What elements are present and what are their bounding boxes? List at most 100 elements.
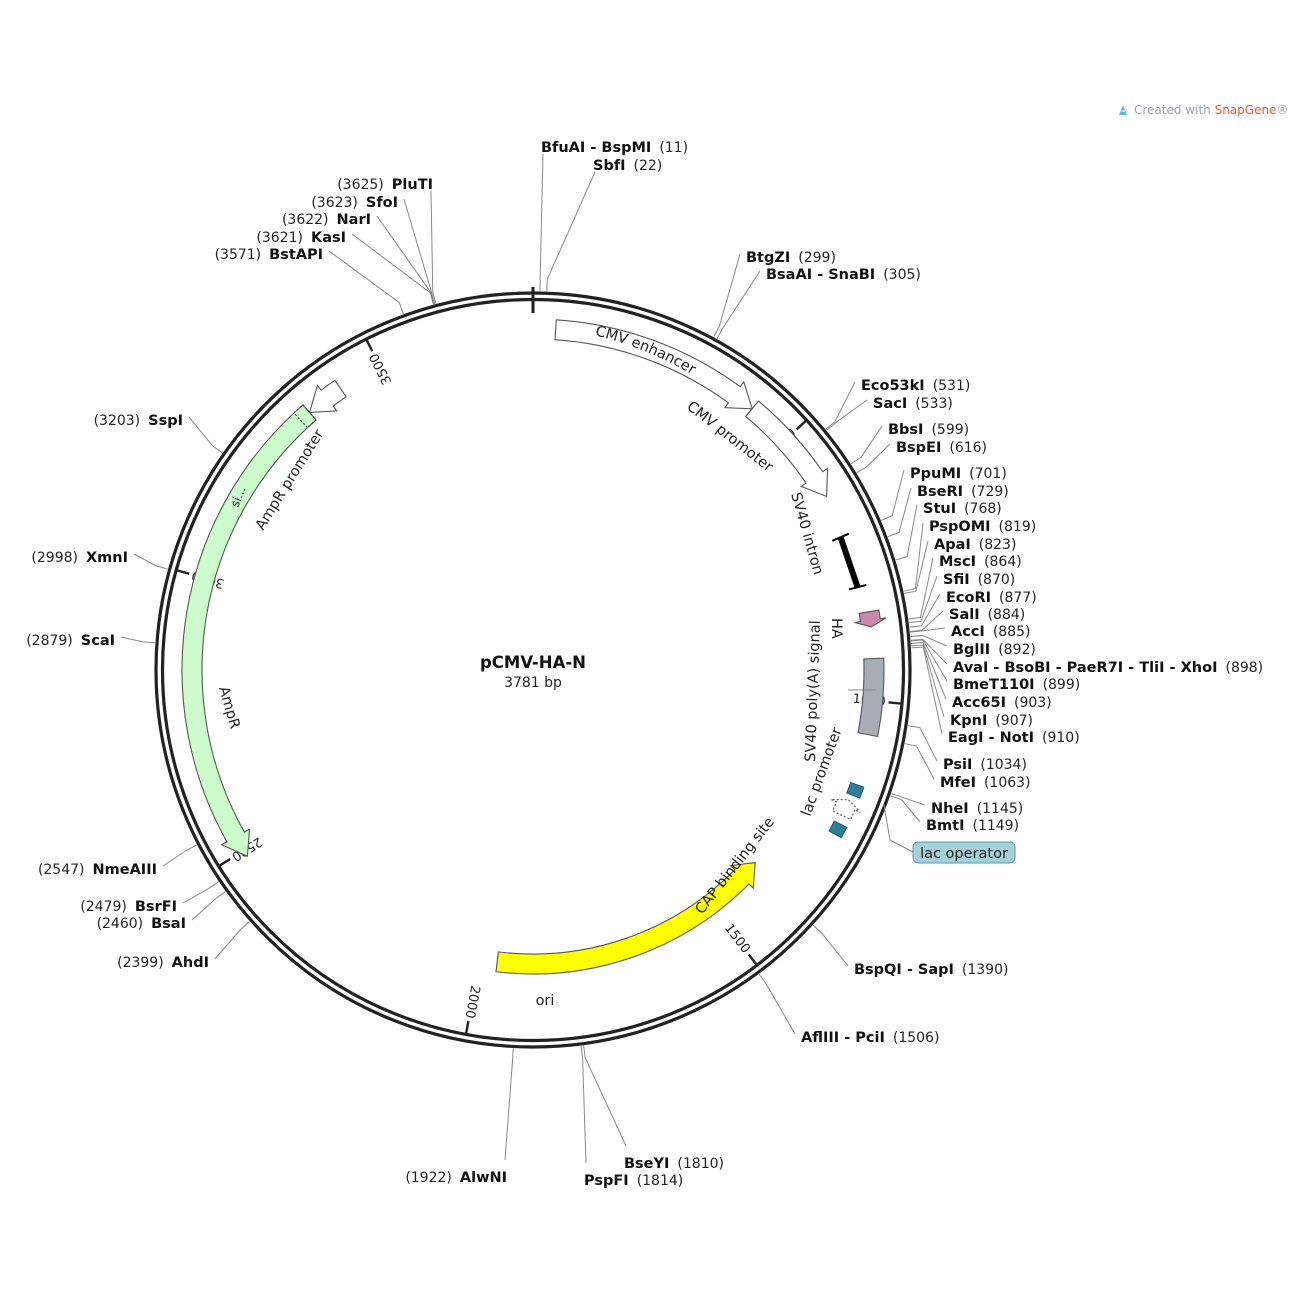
- site-position: (1063): [984, 775, 1031, 791]
- tick-mark-2500: [217, 857, 231, 868]
- tick-label-1500: 1500: [721, 921, 753, 956]
- lac-operator-leader: [883, 804, 914, 853]
- leader-stui: [895, 504, 918, 561]
- site-label-bsrfi: (2479)BsrFI: [80, 899, 177, 915]
- sv40-intron-label: SV40 intron: [787, 491, 826, 577]
- site-stui: StuI(768): [923, 501, 1002, 517]
- site-bmet110i: BmeT110I(899): [953, 677, 1080, 693]
- site-name: BsrFI: [135, 899, 177, 915]
- lac-operator-box: [912, 841, 1016, 864]
- leader-pspfi: [580, 1045, 587, 1164]
- site-xmni: (2998)XmnI: [31, 550, 128, 566]
- site-nari: (3622) NarI: [282, 212, 371, 228]
- site-position: (3623): [311, 195, 358, 211]
- site-position: (1814): [637, 1173, 684, 1189]
- site-name: EcoRI: [946, 590, 991, 606]
- sv40-intron-cap-end: [848, 584, 867, 591]
- site-apai: ApaI(823): [934, 537, 1016, 553]
- site-label-bsai: (2460)BsaI: [97, 916, 186, 932]
- site-name: BsaI: [151, 916, 186, 932]
- site-position: (898): [1225, 660, 1263, 676]
- site-name: BbsI: [888, 422, 923, 438]
- site-label-bmet110i: BmeT110I(899): [953, 677, 1080, 693]
- tick-mark-1500: [747, 953, 759, 967]
- cmv-promoter-shape: [744, 400, 829, 498]
- site-acci: AccI(885): [951, 624, 1030, 640]
- site-name: NarI: [337, 212, 371, 228]
- leader-sbfi: [546, 171, 596, 292]
- leader-psii: [907, 725, 938, 762]
- site-label-bsaai-snabi: BsaAI - SnaBI(305): [766, 267, 921, 283]
- site-label-saci: SacI(533): [873, 396, 953, 412]
- site-label-ppumi: PpuMI(701): [910, 466, 1007, 482]
- restriction-site-labels: BfuAI - BspMI(11)SbfI(22)BtgZI(299)BsaAI…: [26, 140, 1263, 1189]
- site-label-bseri: BseRI(729): [917, 484, 1009, 500]
- site-name: KpnI: [950, 713, 987, 729]
- site-label-mfei: MfeI (1063): [940, 775, 1031, 791]
- ampr-promoter-shape: [308, 379, 347, 414]
- site-name: SbfI: [593, 158, 626, 174]
- leader-kpni: [911, 644, 945, 718]
- credit-prefix: Created with: [1134, 103, 1215, 117]
- ha-shape: [854, 609, 887, 628]
- site-kasi: (3621)KasI: [256, 230, 346, 246]
- site-position: (823): [979, 537, 1017, 553]
- site-position: (22): [634, 158, 663, 174]
- credit-suffix: ®: [1276, 103, 1289, 117]
- snapgene-logo-icon: [1119, 105, 1127, 115]
- leader-kasi: [351, 233, 434, 305]
- site-name: NmeAIII: [93, 862, 158, 878]
- credit-brand: SnapGene: [1214, 103, 1277, 117]
- leader-bspei: [856, 443, 891, 474]
- site-name: Acc65I: [952, 695, 1006, 711]
- site-label-afliii-pcii: AflIII - PciI(1506): [801, 1030, 939, 1046]
- leader-bglii: [910, 634, 948, 647]
- site-position: (11): [659, 140, 688, 156]
- site-bbsi: BbsI(599): [888, 422, 969, 438]
- site-position: (1922): [405, 1170, 452, 1186]
- site-position: (2399): [117, 955, 164, 971]
- site-label-sali: SalI(884): [949, 607, 1025, 623]
- site-name: StuI: [923, 501, 956, 517]
- site-name: PluTI: [392, 177, 433, 193]
- site-label-acci: AccI(885): [951, 624, 1030, 640]
- site-bseri: BseRI(729): [917, 484, 1009, 500]
- site-name: SfiI: [943, 572, 970, 588]
- leader-bsai: [191, 891, 226, 921]
- leader-eco53ki: [825, 381, 856, 430]
- lac-operator-shape: [846, 781, 865, 799]
- site-sali: SalI(884): [949, 607, 1025, 623]
- leader-btgzi: [713, 253, 741, 338]
- leader-saci: [826, 399, 868, 431]
- site-name: SspI: [148, 413, 183, 429]
- leader-acci: [910, 627, 946, 633]
- leader-sspi: [188, 416, 223, 454]
- leader-acc65i: [911, 642, 947, 700]
- site-position: (3571): [215, 247, 262, 263]
- site-name: MfeI: [940, 775, 976, 791]
- site-position: (819): [999, 519, 1037, 535]
- site-name: ScaI: [81, 633, 115, 649]
- site-position: (910): [1042, 730, 1080, 746]
- site-label-acc65i: Acc65I (903): [952, 695, 1052, 711]
- site-position: (3622): [282, 212, 329, 228]
- cap-binding-site-shape: [828, 820, 848, 839]
- leader-bseyi: [583, 1045, 627, 1147]
- site-name: Eco53kI: [861, 378, 925, 394]
- site-name: BseRI: [917, 484, 963, 500]
- cmv-enhancer-shape: [554, 319, 753, 410]
- leader-bspqi-sapi: [812, 924, 849, 967]
- site-name: KasI: [311, 230, 346, 246]
- site-label-pspomi: PspOMI(819): [929, 519, 1036, 535]
- site-label-sspi: (3203)SspI: [94, 413, 183, 429]
- site-name: SfoI: [366, 195, 398, 211]
- sv40-polya-shape: [857, 657, 885, 738]
- site-name: PspFI: [584, 1173, 629, 1189]
- ha-label: HA: [828, 618, 844, 639]
- site-afliii-pcii: AflIII - PciI(1506): [801, 1030, 939, 1046]
- site-position: (903): [1014, 695, 1052, 711]
- site-label-kasi: (3621)KasI: [256, 230, 346, 246]
- site-pluti: (3625)PluTI: [337, 177, 433, 193]
- site-name: PsiI: [943, 757, 972, 773]
